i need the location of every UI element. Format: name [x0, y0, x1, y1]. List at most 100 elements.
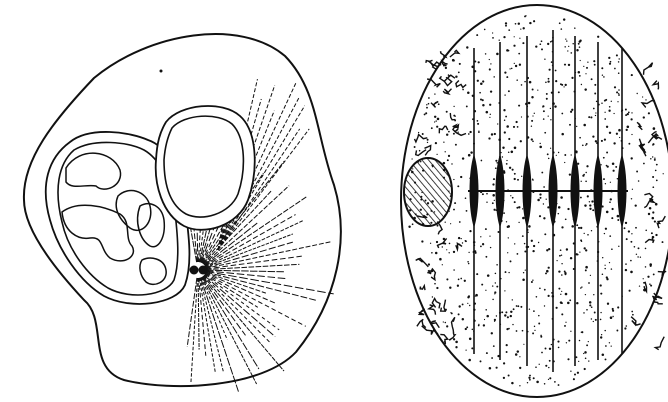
stipple-dot [489, 59, 490, 60]
chromosome [496, 154, 505, 228]
stipple-dot [652, 144, 654, 146]
stipple-dot [435, 120, 436, 121]
stipple-dot [604, 100, 606, 102]
stipple-dot [585, 249, 587, 251]
stipple-dot [468, 263, 469, 264]
stipple-dot [563, 86, 564, 87]
stipple-dot [427, 139, 429, 141]
stipple-dot [568, 340, 570, 342]
stipple-dot [523, 344, 524, 345]
stipple-dot [442, 264, 443, 265]
stipple-dot [506, 344, 508, 346]
stipple-dot [508, 138, 510, 140]
stipple-dot [580, 197, 582, 199]
stipple-dot [510, 195, 511, 196]
stipple-dot [588, 116, 590, 118]
stipple-dot [580, 60, 581, 61]
stipple-dot [548, 78, 550, 80]
stipple-dot [594, 93, 596, 95]
stipple-dot [506, 163, 508, 165]
stipple-dot [634, 246, 636, 248]
stipple-dot [492, 32, 493, 33]
stipple-dot [551, 61, 553, 63]
stipple-dot [508, 90, 510, 92]
stipple-dot [583, 312, 585, 314]
stipple-dot [493, 76, 495, 78]
stipple-dot [652, 217, 655, 220]
stipple-dot [490, 90, 492, 92]
stipple-dot [631, 112, 632, 113]
stipple-dot [485, 228, 487, 230]
stipple-dot [567, 358, 569, 360]
stipple-dot [518, 22, 520, 24]
stipple-dot [427, 142, 428, 143]
stipple-dot [539, 193, 541, 195]
stipple-dot [560, 249, 562, 251]
stipple-dot [489, 367, 492, 370]
stipple-dot [580, 227, 582, 229]
stipple-dot [535, 45, 537, 47]
stipple-dot [609, 262, 610, 263]
stipple-dot [514, 147, 517, 150]
stipple-dot [436, 126, 438, 128]
stipple-dot [625, 263, 627, 265]
stipple-dot [606, 126, 608, 128]
stipple-dot [591, 306, 593, 308]
stipple-dot [450, 223, 451, 224]
stipple-dot [611, 345, 612, 346]
stipple-dot [592, 209, 594, 211]
stipple-dot [508, 328, 510, 330]
stipple-dot [480, 82, 483, 85]
stipple-dot [581, 181, 582, 182]
stipple-dot [459, 305, 461, 307]
stipple-dot [576, 224, 578, 226]
stipple-dot [543, 186, 545, 188]
stipple-dot [550, 41, 552, 43]
stipple-dot [510, 315, 512, 317]
stipple-dot [521, 116, 522, 117]
stipple-dot [619, 137, 620, 138]
stipple-dot [455, 75, 457, 77]
stipple-dot [514, 63, 515, 64]
stipple-dot [649, 283, 651, 285]
stipple-dot [505, 116, 507, 118]
stipple-dot [569, 299, 571, 301]
stipple-dot [508, 50, 510, 52]
stipple-dot [455, 346, 457, 348]
stipple-dot [494, 133, 496, 135]
stipple-dot [449, 243, 451, 245]
stipple-dot [616, 54, 618, 56]
stipple-dot [546, 93, 548, 95]
stipple-dot [460, 278, 462, 280]
stipple-dot [482, 104, 484, 106]
stipple-dot [564, 154, 566, 156]
stipple-dot [544, 132, 546, 134]
stipple-dot [611, 217, 613, 219]
stipple-dot [508, 151, 510, 153]
stipple-dot [505, 271, 507, 273]
reticulum-strand [645, 238, 654, 243]
stipple-dot [497, 123, 498, 124]
stipple-dot [425, 112, 427, 114]
stipple-dot [652, 211, 654, 213]
stipple-dot [496, 315, 497, 316]
stipple-dot [522, 42, 524, 44]
stipple-dot [480, 360, 482, 362]
stipple-dot [601, 140, 603, 142]
stipple-dot [508, 272, 509, 273]
stipple-dot [561, 291, 562, 292]
stipple-dot [564, 272, 566, 274]
stipple-dot [448, 131, 450, 133]
stipple-dot [586, 309, 588, 311]
stipple-dot [630, 260, 632, 262]
stipple-dot [595, 140, 597, 142]
stipple-dot [453, 133, 455, 135]
chromosome [549, 154, 558, 228]
stipple-dot [517, 350, 519, 352]
reticulum-strand [443, 89, 451, 94]
stipple-dot [554, 381, 556, 383]
stipple-dot [570, 331, 571, 332]
stipple-dot [523, 27, 525, 29]
stipple-dot [461, 238, 462, 239]
left-cell [24, 34, 341, 392]
